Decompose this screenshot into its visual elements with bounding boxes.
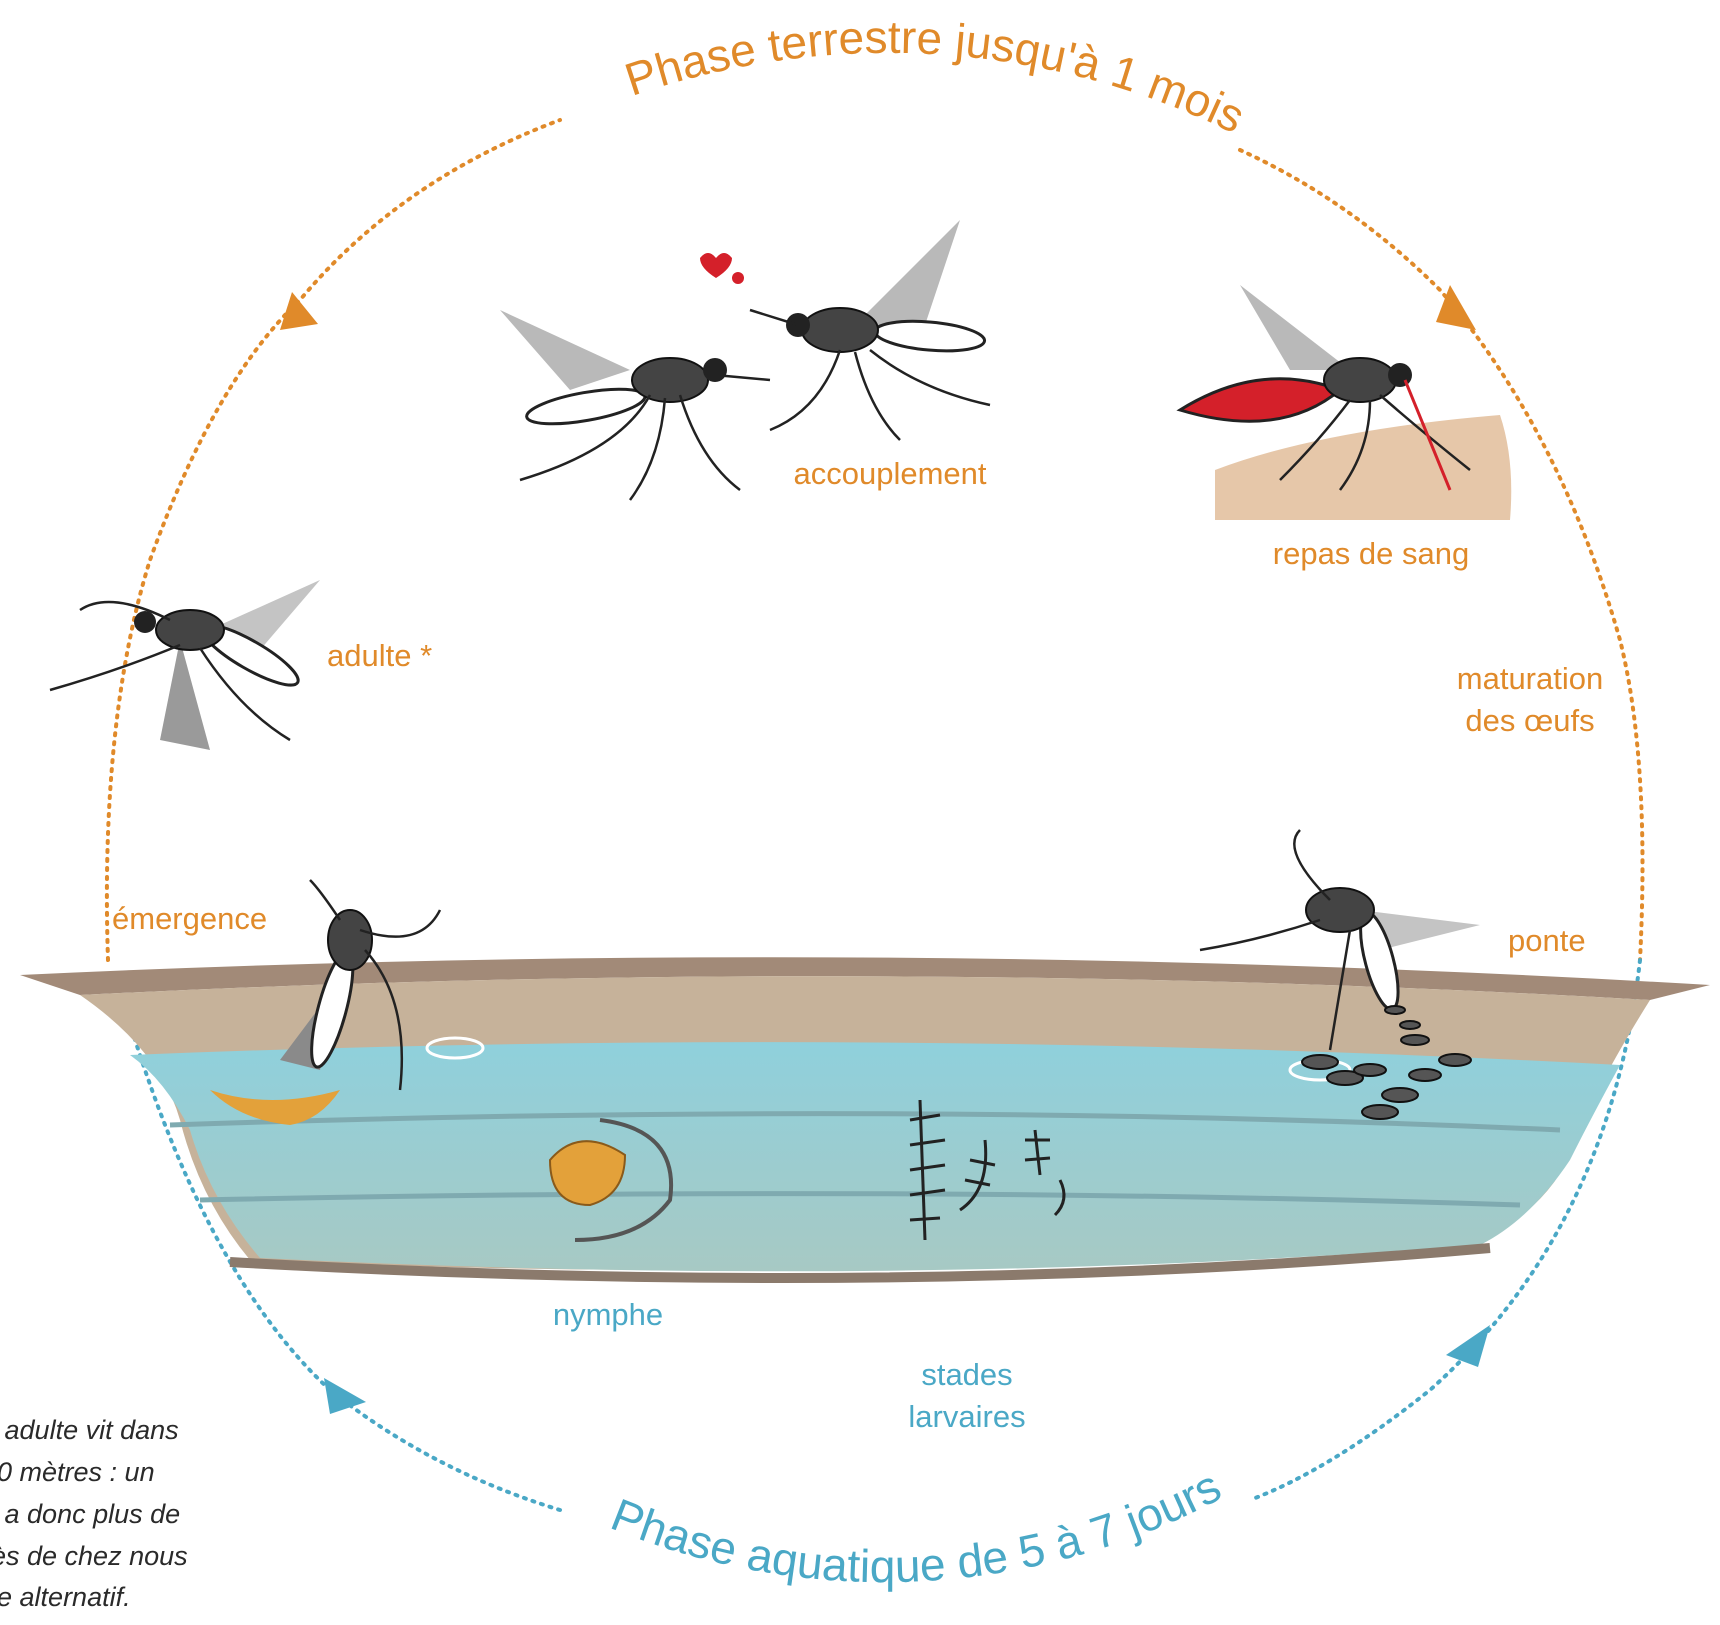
footnote-line: ge alternatif. — [0, 1577, 282, 1619]
label-larvaires: larvaires — [908, 1398, 1025, 1437]
mosquito-icon — [750, 220, 990, 440]
label-adulte: adulte * — [327, 637, 432, 676]
water-surface — [130, 1042, 1620, 1271]
label-stades: stades — [921, 1356, 1012, 1395]
footnote-line: e adulte vit dans — [0, 1410, 282, 1452]
label-maturation: maturation — [1457, 660, 1603, 699]
terrestrial-phase-title: Phase terrestre jusqu'à 1 mois — [619, 11, 1253, 143]
label-nymphe: nymphe — [553, 1296, 663, 1335]
label-emergence: émergence — [112, 900, 267, 939]
footnote-line: rès de chez nous — [0, 1536, 282, 1578]
label-ponte: ponte — [1508, 922, 1586, 961]
aquatic-phase-title: Phase aquatique de 5 à 7 jours — [605, 1460, 1229, 1593]
footnote-line: e a donc plus de — [0, 1494, 282, 1536]
mosquito-icon — [500, 310, 770, 500]
label-repas-de-sang: repas de sang — [1273, 535, 1469, 574]
mosquito-adult-icon — [50, 580, 320, 750]
arrow-up-left-icon — [280, 292, 318, 330]
arrow-down-left-icon — [1446, 1325, 1490, 1367]
footnote-line: 00 mètres : un — [0, 1452, 282, 1494]
arrow-down-right-icon — [1436, 285, 1476, 330]
footnote: e adulte vit dans 00 mètres : un e a don… — [0, 1410, 282, 1619]
arrow-up-left-blue-icon — [324, 1378, 366, 1414]
label-accouplement: accouplement — [793, 455, 986, 494]
heart-icon — [700, 253, 744, 284]
label-des-oeufs: des œufs — [1465, 702, 1594, 741]
